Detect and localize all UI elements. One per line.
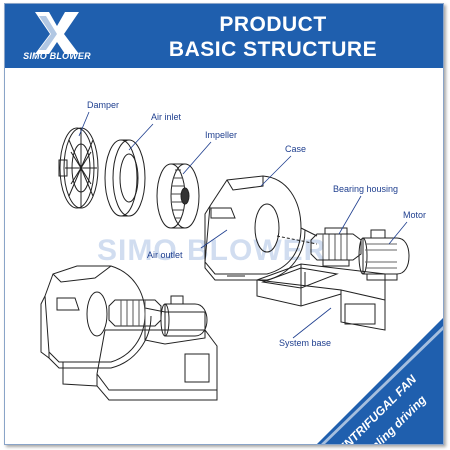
label-bearing-housing: Bearing housing [333,184,398,194]
logo-text: SIMO BLOWER [23,51,91,61]
label-impeller: Impeller [205,130,237,140]
bearing-housing-part [276,227,362,267]
motor-part [358,229,410,281]
label-air-inlet: Air inlet [151,112,182,122]
page-title-line1: PRODUCT [219,13,327,36]
label-motor: Motor [403,210,426,220]
impeller-part [156,163,200,229]
watermark-text: SIMO BLOWER [97,234,326,267]
structure-diagram: SIMO BLOWER [40,100,443,444]
case-part [204,175,318,281]
system-base-part [256,263,386,331]
page-title-line2: BASIC STRUCTURE [168,38,378,61]
label-system-base: System base [279,338,331,348]
damper-part [58,127,99,209]
label-case: Case [285,144,306,154]
simo-logo-icon [35,12,79,54]
air-inlet-part [104,139,146,217]
header-banner: SIMO BLOWER PRODUCT BASIC STRUCTURE [5,4,443,68]
corner-badge: CENTRIFUGAL FAN Coupling driving [317,318,443,444]
assembled-fan [40,265,218,401]
page-frame: SIMO BLOWER PRODUCT BASIC STRUCTURE SIMO… [4,3,444,445]
label-air-outlet: Air outlet [147,250,183,260]
label-damper: Damper [87,100,119,110]
